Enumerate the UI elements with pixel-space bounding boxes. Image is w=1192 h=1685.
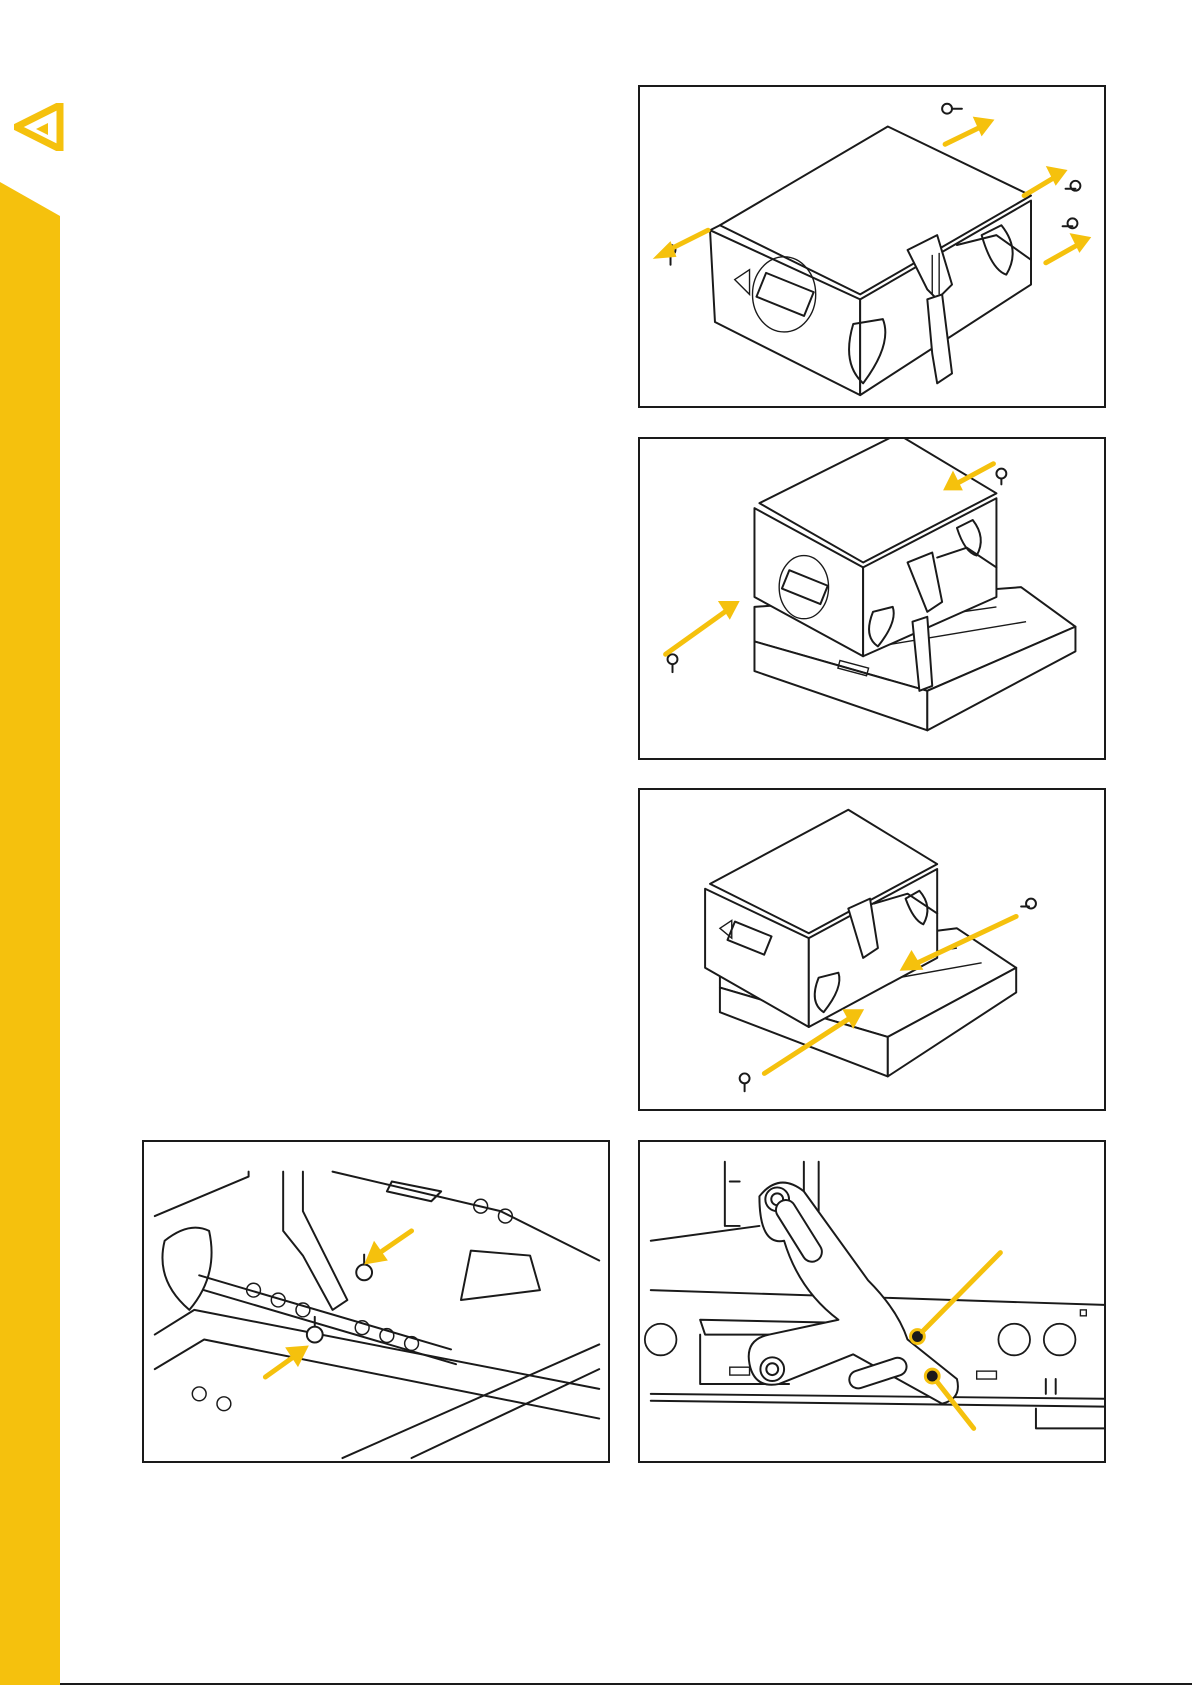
arrow-icon xyxy=(653,230,708,259)
yellow-side-strip xyxy=(0,0,60,1685)
figure-detail-frame-pins xyxy=(142,1140,610,1463)
callout-line xyxy=(922,1253,1000,1332)
triangle-logo-icon xyxy=(14,103,64,151)
pin-icon xyxy=(1066,181,1081,191)
figure-detail-link-bar xyxy=(638,1140,1106,1463)
figure-rear-pins xyxy=(638,788,1106,1111)
pin-icon xyxy=(996,469,1006,485)
figure-remove-pins xyxy=(638,85,1106,408)
arrow-icon xyxy=(364,1231,411,1265)
pin-icon xyxy=(668,654,678,672)
pin-icon xyxy=(1021,899,1036,909)
arrow-icon xyxy=(1046,233,1091,263)
figure-insert-into-frame xyxy=(638,437,1106,760)
arrow-icon xyxy=(945,117,994,145)
arrow-icon xyxy=(1024,166,1067,196)
pin-icon xyxy=(942,104,962,114)
arrow-icon xyxy=(666,601,740,654)
arrow-icon xyxy=(265,1345,308,1377)
pin-icon xyxy=(740,1073,750,1091)
pin-icon xyxy=(1063,218,1078,228)
